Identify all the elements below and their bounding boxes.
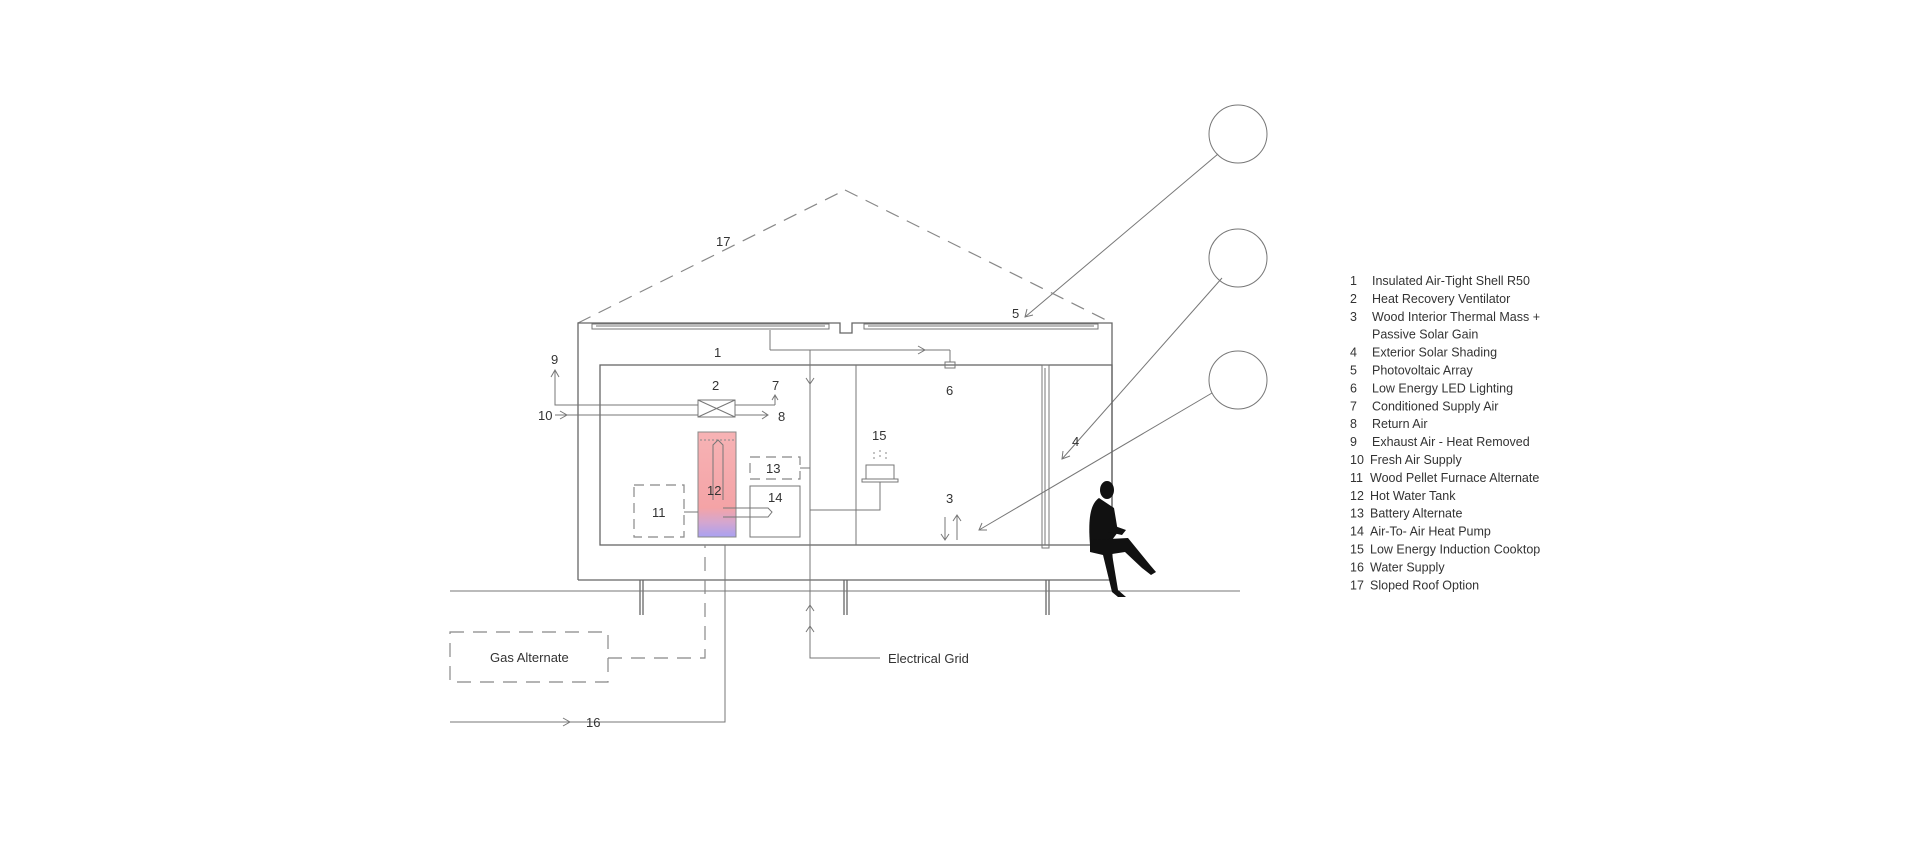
legend-text: Exhaust Air - Heat Removed xyxy=(1372,435,1530,449)
callout-12: 12 xyxy=(707,483,721,498)
gas-alternate-box xyxy=(449,631,609,683)
legend-number: 14 xyxy=(1350,525,1364,539)
legend-row: 9 Exhaust Air - Heat Removed xyxy=(1350,435,1530,449)
legend-number: 4 xyxy=(1350,346,1357,360)
legend-row: 2 Heat Recovery Ventilator xyxy=(1350,292,1510,306)
callout-14: 14 xyxy=(768,490,782,505)
callout-17: 17 xyxy=(716,234,730,249)
sun-ray-to-shading xyxy=(1061,277,1223,460)
sun-rays xyxy=(978,104,1268,531)
wood-pellet-furnace-alternate xyxy=(633,484,685,538)
seated-person-silhouette xyxy=(1089,481,1156,597)
callout-4: 4 xyxy=(1072,434,1079,449)
legend-row: 5 Photovoltaic Array xyxy=(1350,364,1473,378)
sun-circle-middle xyxy=(1208,228,1268,288)
sun-ray-to-pv xyxy=(1024,153,1219,318)
legend-number: 12 xyxy=(1350,489,1364,503)
ducts xyxy=(769,330,956,625)
legend-text: Low Energy LED Lighting xyxy=(1372,381,1513,395)
legend-row: 4 Exterior Solar Shading xyxy=(1350,346,1497,360)
legend-row: 16 Water Supply xyxy=(1350,560,1445,574)
photovoltaic-array-right xyxy=(863,323,1099,330)
legend-number: 6 xyxy=(1350,381,1357,395)
legend-row: 11 Wood Pellet Furnace Alternate xyxy=(1350,471,1539,485)
sun-circle-bottom xyxy=(1208,350,1268,410)
callout-6: 6 xyxy=(946,383,953,398)
callout-10: 10 xyxy=(538,408,552,423)
legend-number: 2 xyxy=(1350,292,1357,306)
hot-water-tank xyxy=(697,431,773,538)
legend-text: Insulated Air-Tight Shell R50 xyxy=(1372,274,1530,288)
exterior-solar-shading xyxy=(1041,364,1050,549)
callout-8: 8 xyxy=(778,409,785,424)
legend-text: Exterior Solar Shading xyxy=(1372,346,1497,360)
legend-number: 8 xyxy=(1350,417,1357,431)
legend-text: Conditioned Supply Air xyxy=(1372,399,1498,413)
legend-number: 5 xyxy=(1350,364,1357,378)
legend-row: 15 Low Energy Induction Cooktop xyxy=(1350,543,1540,557)
legend-number: 13 xyxy=(1350,507,1364,521)
legend-text: Photovoltaic Array xyxy=(1372,364,1473,378)
legend-number: 17 xyxy=(1350,578,1364,592)
callout-13: 13 xyxy=(766,461,780,476)
legend-number: 3 xyxy=(1350,310,1357,324)
callout-16: 16 xyxy=(586,715,600,730)
legend-number: 7 xyxy=(1350,399,1357,413)
gas-alternate-label: Gas Alternate xyxy=(490,650,569,665)
callout-2: 2 xyxy=(712,378,719,393)
legend-row: 17 Sloped Roof Option xyxy=(1350,578,1479,592)
legend-number: 16 xyxy=(1350,560,1364,574)
induction-cooktop xyxy=(810,450,899,511)
callout-3: 3 xyxy=(946,491,953,506)
callout-7: 7 xyxy=(772,378,779,393)
legend-row: 14 Air-To- Air Heat Pump xyxy=(1350,525,1491,539)
legend-row: 12 Hot Water Tank xyxy=(1350,489,1456,503)
legend-number: 1 xyxy=(1350,274,1357,288)
sloped-roof-option xyxy=(577,189,1113,324)
legend-text: Wood Pellet Furnace Alternate xyxy=(1370,471,1539,485)
legend-text: Wood Interior Thermal Mass + xyxy=(1372,310,1540,324)
legend-text: Low Energy Induction Cooktop xyxy=(1370,543,1540,557)
legend: 1 Insulated Air-Tight Shell R50 2 Heat Reco… xyxy=(1350,274,1540,592)
callout-numbers: 17 5 1 9 6 2 7 10 8 15 4 13 12 14 3 11 1… xyxy=(538,234,1079,730)
led-light-fixture xyxy=(944,361,956,369)
legend-text: Passive Solar Gain xyxy=(1372,328,1478,342)
battery-alternate xyxy=(749,456,801,480)
legend-text: Air-To- Air Heat Pump xyxy=(1370,525,1491,539)
legend-number: 9 xyxy=(1350,435,1357,449)
legend-number: 10 xyxy=(1350,453,1364,467)
legend-row: 3 Wood Interior Thermal Mass + xyxy=(1350,310,1540,324)
air-to-air-heat-pump xyxy=(749,485,801,538)
legend-text: Battery Alternate xyxy=(1370,507,1462,521)
legend-number: 15 xyxy=(1350,543,1364,557)
photovoltaic-array-left xyxy=(591,323,830,330)
air-circulation-arrows xyxy=(940,514,962,541)
legend-text: Sloped Roof Option xyxy=(1370,578,1479,592)
legend-text: Return Air xyxy=(1372,417,1428,431)
legend-text: Hot Water Tank xyxy=(1370,489,1456,503)
callout-5: 5 xyxy=(1012,306,1019,321)
legend-row: 6 Low Energy LED Lighting xyxy=(1350,381,1513,395)
callout-11: 11 xyxy=(652,505,666,520)
electrical-grid-label: Electrical Grid xyxy=(888,651,969,666)
legend-number: 11 xyxy=(1350,471,1363,485)
legend-text: Fresh Air Supply xyxy=(1370,453,1462,467)
sun-circle-top xyxy=(1208,104,1268,164)
legend-row: 10 Fresh Air Supply xyxy=(1350,453,1462,467)
legend-row: 7 Conditioned Supply Air xyxy=(1350,399,1498,413)
legend-row: 1 Insulated Air-Tight Shell R50 xyxy=(1350,274,1530,288)
heat-recovery-ventilator xyxy=(550,368,779,420)
legend-text: Heat Recovery Ventilator xyxy=(1372,292,1510,306)
house-shell xyxy=(577,322,1113,615)
legend-text: Water Supply xyxy=(1370,560,1445,574)
callout-1: 1 xyxy=(714,345,721,360)
sun-ray-to-interior xyxy=(978,392,1213,531)
callout-15: 15 xyxy=(872,428,886,443)
legend-row: Passive Solar Gain xyxy=(1372,328,1478,342)
callout-9: 9 xyxy=(551,352,558,367)
service-lines xyxy=(449,545,880,727)
legend-row: 8 Return Air xyxy=(1350,417,1428,431)
legend-row: 13 Battery Alternate xyxy=(1350,507,1462,521)
